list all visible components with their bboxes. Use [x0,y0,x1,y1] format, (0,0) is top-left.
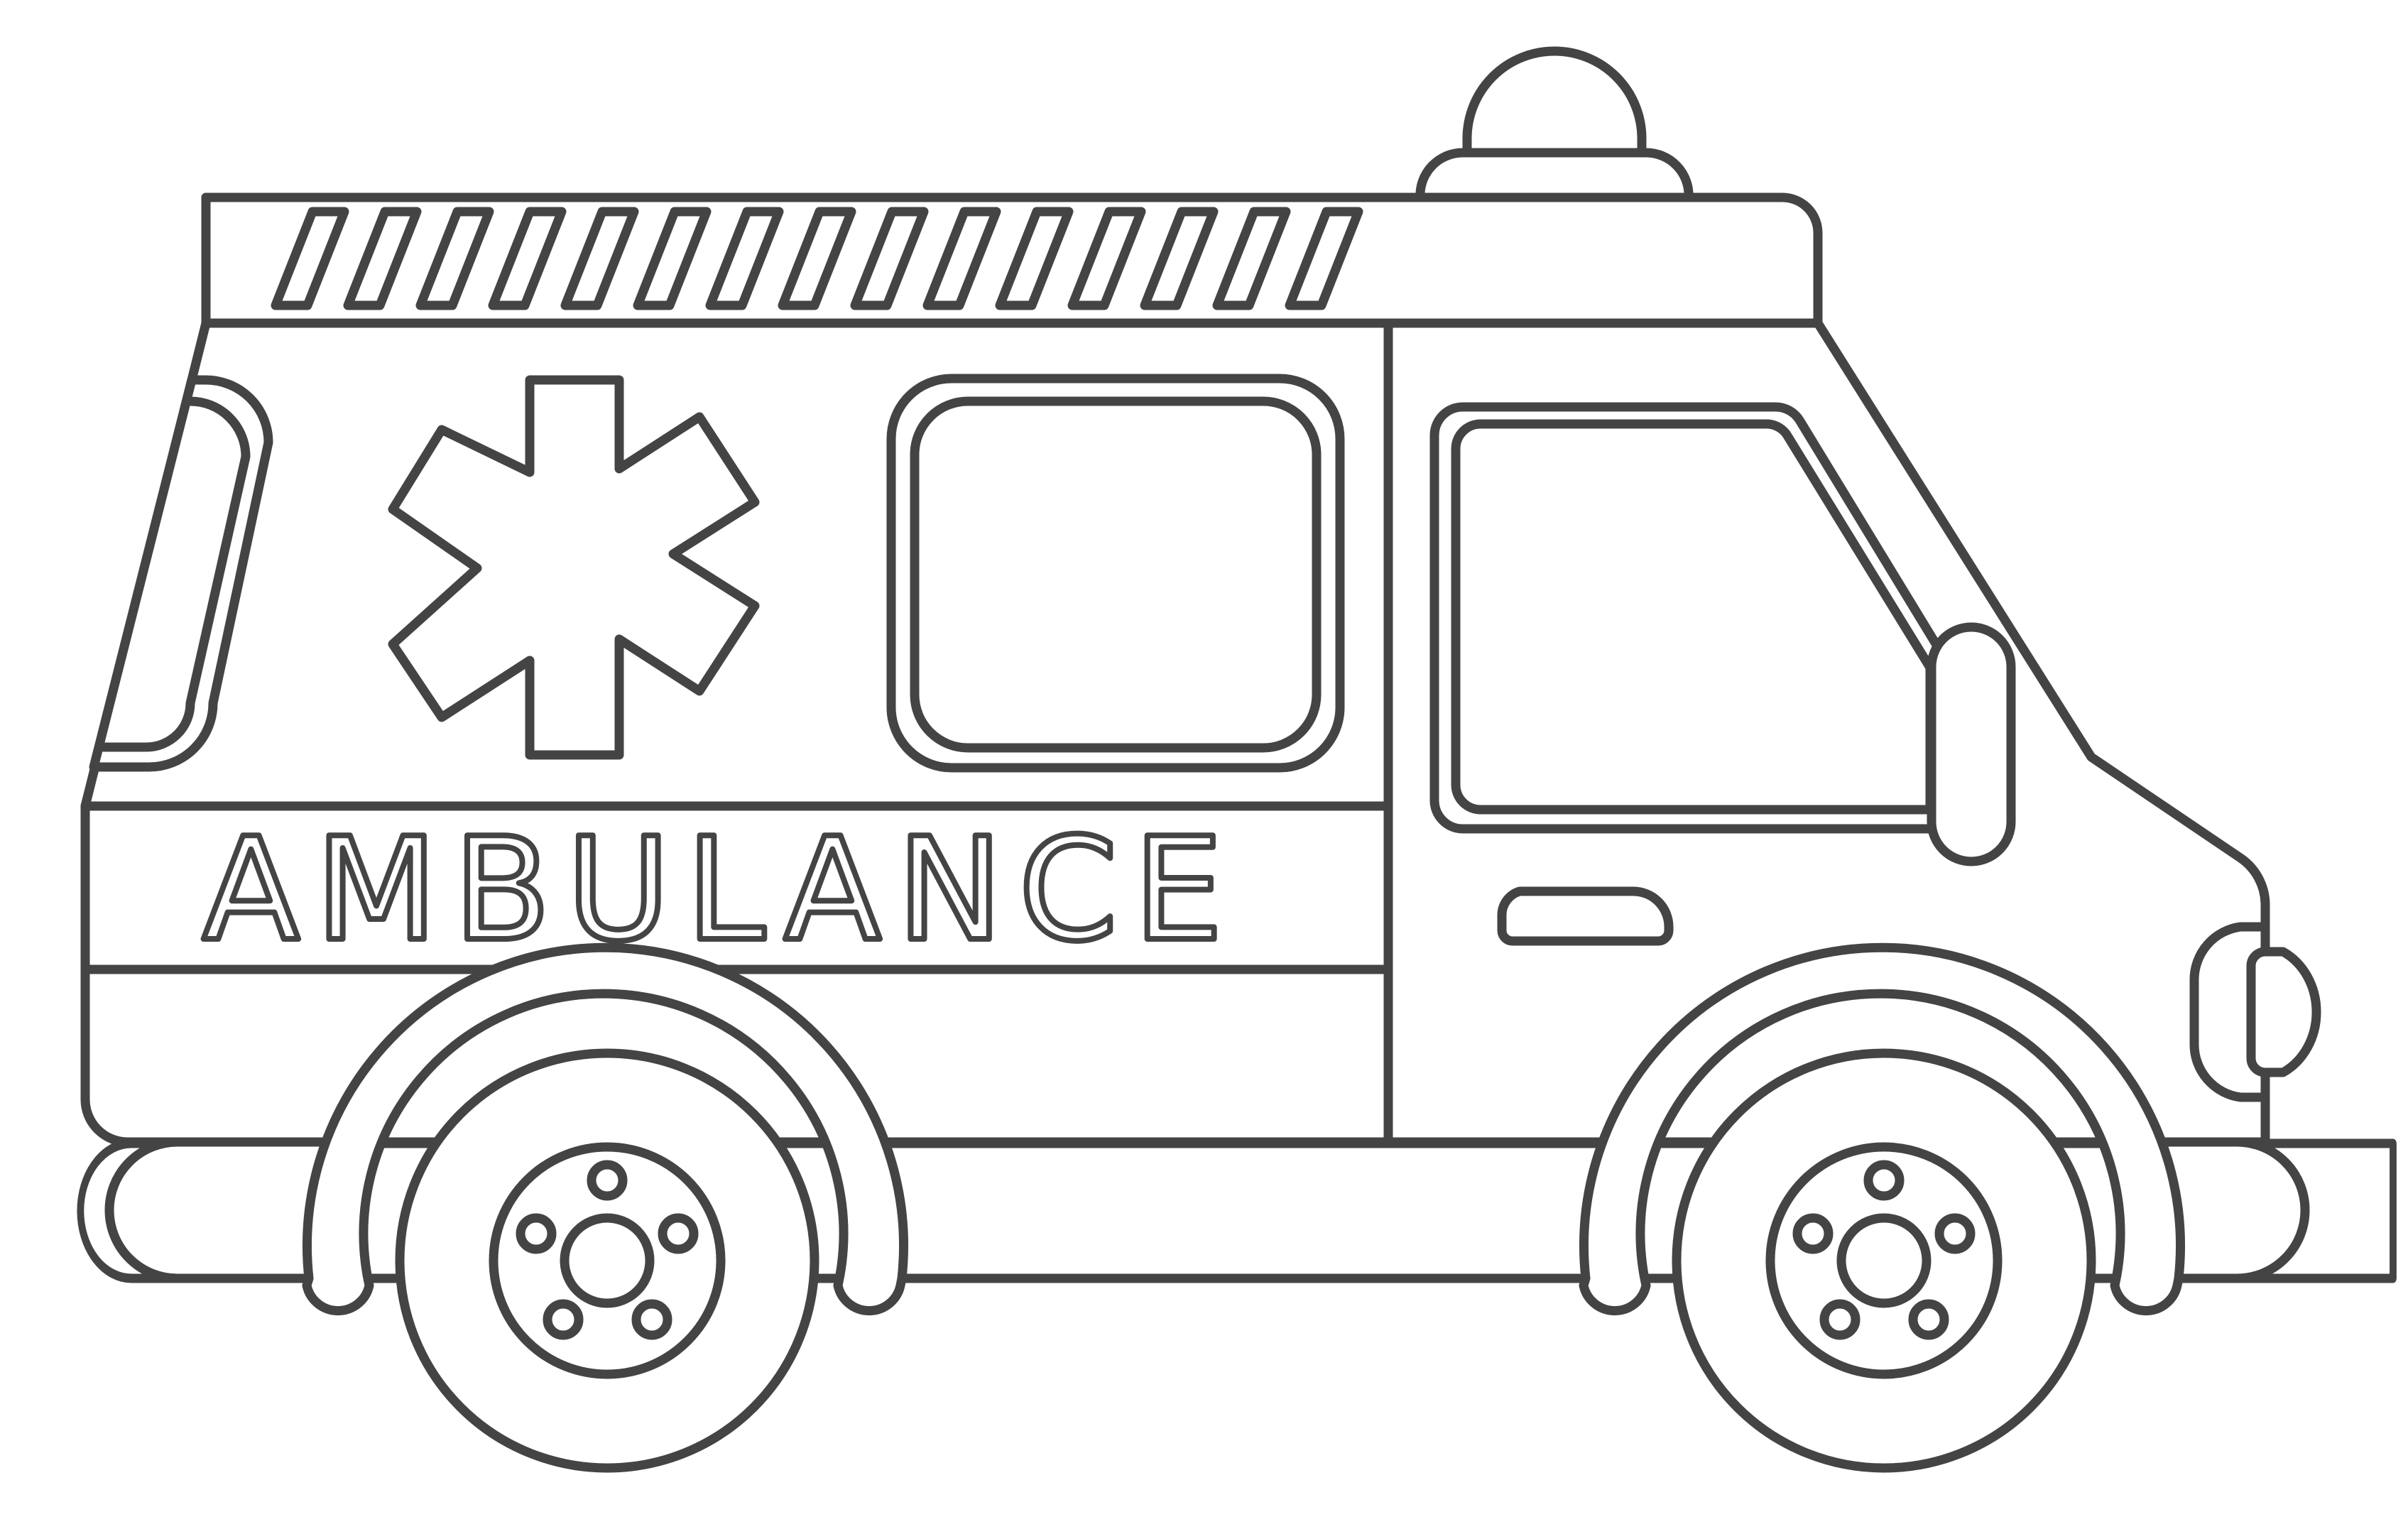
star-of-life-icon [388,375,760,760]
headlight [2189,922,2321,1102]
rear-wheel-arch [302,942,908,1316]
cab-window [1429,402,1944,834]
rear-bumper [104,1137,339,1283]
front-wheel-arch [1579,942,2185,1316]
door-handle [1497,886,1674,946]
roof-stripes [271,207,1363,310]
front-wheel [1672,1048,2096,1473]
siren-light [1415,46,1694,202]
side-window [886,374,1345,773]
side-mirror [1927,622,2016,866]
rear-window [89,375,273,772]
front-bumper [2154,1137,2310,1283]
ambulance-label: AMBULANCE [202,808,1238,973]
rear-wheel [395,1048,819,1473]
